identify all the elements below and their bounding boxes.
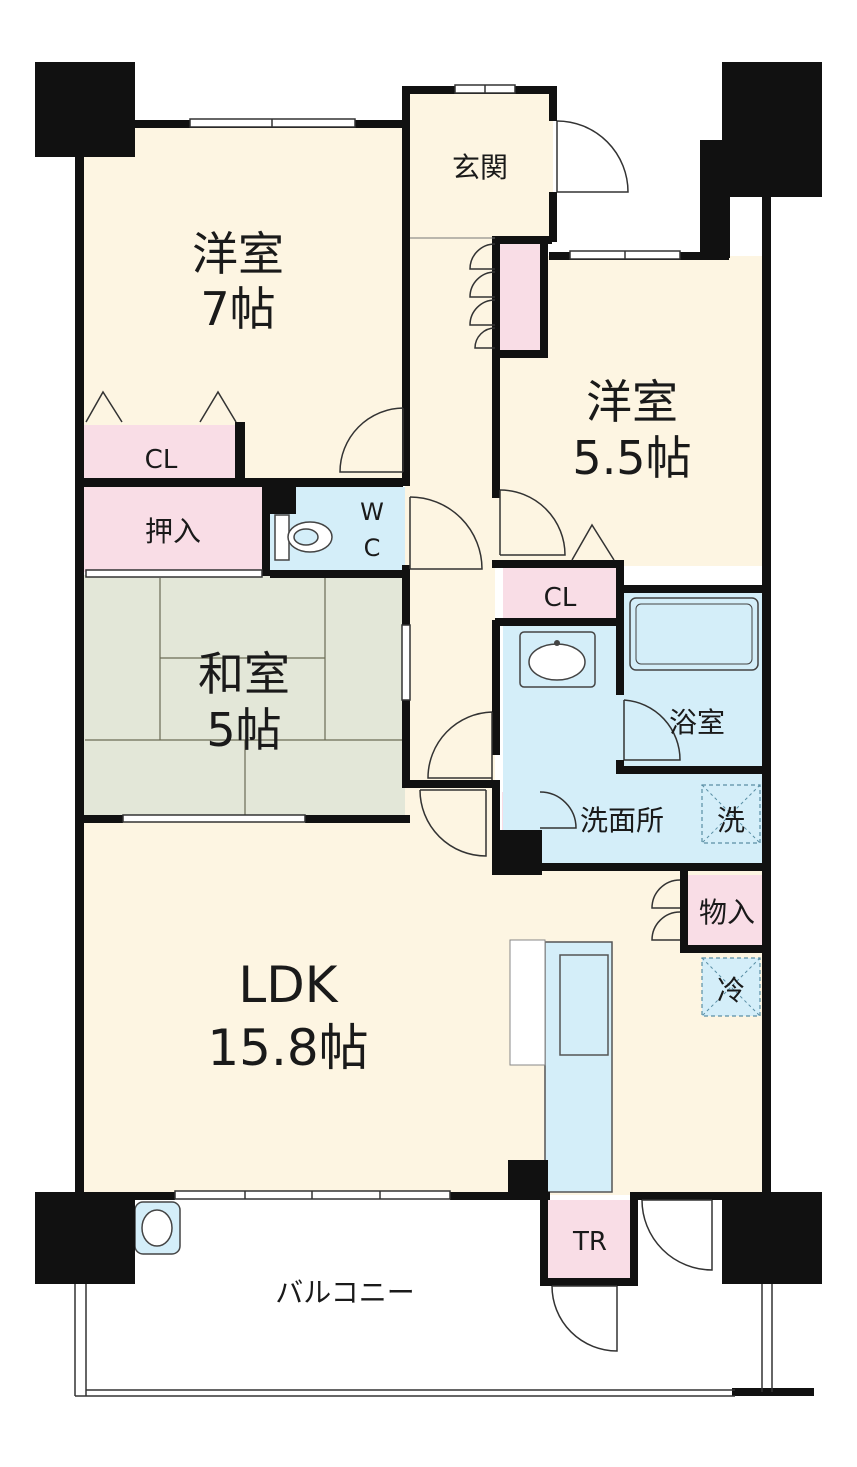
fridge-label: 冷 (717, 974, 745, 1007)
trunk-room-label: TR (572, 1227, 607, 1257)
western-room-1-size: 7帖 (200, 282, 275, 336)
entrance-closet-area (497, 240, 545, 350)
wc-label-c: C (364, 534, 381, 562)
storage-area (686, 875, 763, 945)
western-room-2-size: 5.5帖 (572, 431, 691, 485)
doors (85, 120, 713, 1352)
closet-1-area (83, 425, 240, 480)
kitchen-sink (559, 954, 609, 1056)
oshiire-label: 押入 (145, 515, 201, 548)
japanese-room-size: 5帖 (206, 703, 281, 757)
toilet (274, 514, 333, 561)
storage-label: 物入 (699, 896, 755, 929)
ldk-size: 15.8帖 (207, 1019, 368, 1077)
bathtub (629, 597, 759, 671)
trunk-room-area (548, 1200, 633, 1280)
closet-1-label: CL (145, 445, 178, 475)
western-room-2-name: 洋室 (586, 375, 678, 429)
windows (85, 84, 681, 1200)
washer-spot (701, 784, 761, 844)
japanese-room-name: 和室 (198, 647, 290, 701)
entrance-label: 玄関 (452, 151, 508, 184)
fridge-spot (701, 957, 761, 1017)
washer-label: 洗 (717, 804, 745, 837)
bath-label: 浴室 (669, 706, 725, 739)
oshiire-area (83, 487, 263, 572)
balcony-railing (74, 1284, 773, 1397)
japanese-room-area (83, 575, 405, 815)
western-room-1-name: 洋室 (192, 227, 284, 281)
closet-2-label: CL (544, 583, 577, 613)
walls (35, 62, 822, 1396)
hallway-area (405, 238, 495, 788)
balcony-sink (134, 1201, 181, 1255)
kitchen-back-counter (509, 939, 546, 1066)
balcony-label: バルコニー (275, 1276, 414, 1309)
ldk-name: LDK (238, 956, 338, 1014)
balcony-area (83, 1198, 765, 1393)
tatami-lines (85, 578, 405, 815)
wc-label-w: W (360, 498, 384, 526)
washroom-label: 洗面所 (580, 804, 664, 837)
closet-2-area (503, 568, 616, 620)
entrance-area (405, 92, 553, 238)
